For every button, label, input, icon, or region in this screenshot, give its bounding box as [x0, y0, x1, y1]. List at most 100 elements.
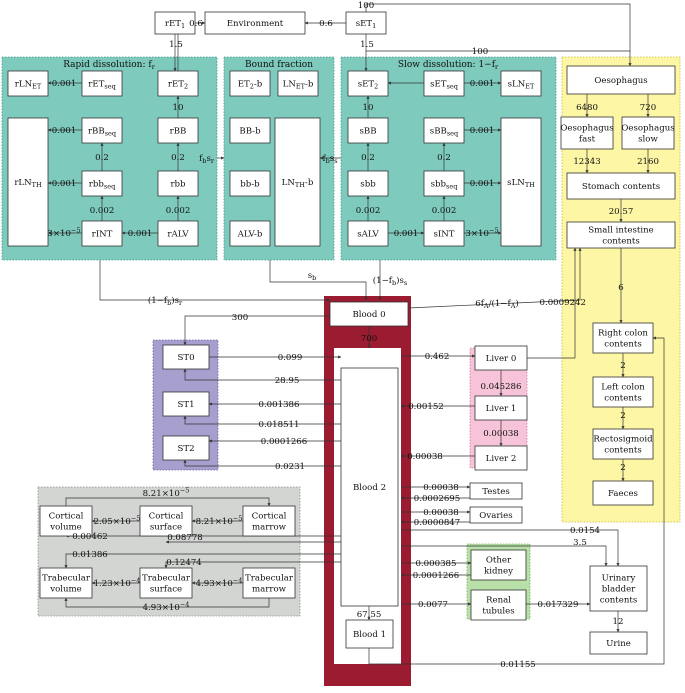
rate-label: 0.00038	[407, 452, 443, 462]
rate-label: 10	[363, 103, 374, 113]
node-label: sET1	[356, 19, 377, 30]
node-label: sbbseq	[431, 180, 458, 191]
flow-arrow	[183, 368, 341, 381]
node-sbb: sbb	[347, 170, 389, 197]
node-label: rALV	[167, 230, 189, 240]
node-ALVb: ALV-b	[229, 220, 271, 247]
rate-label: 0.001	[470, 126, 495, 136]
rate-label: 100	[472, 47, 488, 57]
node-label: rBB	[170, 127, 187, 137]
rate-label: 3×10−5	[47, 227, 80, 240]
rate-label: 0.002	[432, 206, 457, 216]
node-line: Trabecular	[245, 574, 294, 584]
rate-label: 0.001	[470, 79, 495, 89]
node-sETseq: sETseq	[423, 70, 465, 97]
flow-arrow	[164, 561, 341, 569]
rate-label: 0.001	[52, 79, 77, 89]
node-line: contents	[602, 237, 639, 247]
rate-label: fbsr	[199, 154, 215, 165]
node-line: marrow	[252, 523, 287, 533]
rate-label: fbss	[322, 154, 337, 165]
rate-label: 6fA/(1−fA)	[475, 298, 519, 310]
node-rINT: rINT	[81, 220, 123, 247]
node-label: rLNTH	[14, 178, 42, 189]
node-label: ST0	[177, 353, 194, 363]
rate-label: 0.001386	[258, 400, 299, 410]
node-rET2: rET2	[157, 70, 199, 97]
rate-label: 1.5	[360, 40, 374, 50]
rate-label: 3.5	[573, 538, 587, 548]
rate-label: 0.00152	[408, 402, 444, 412]
node-testes: Testes	[469, 482, 523, 500]
node-label: ST1	[177, 400, 194, 410]
node-LNTHb: LNTH-b	[274, 117, 321, 247]
node-line: surface	[150, 585, 182, 595]
rate-label: 0.0002695	[414, 494, 460, 504]
rate-label: 0.01386	[72, 550, 108, 560]
rate-label: 6480	[576, 103, 598, 113]
node-label: sLNTH	[507, 178, 535, 189]
node-label: Faeces	[608, 489, 638, 499]
rate-label: 28.95	[275, 376, 300, 386]
node-rETseq: rETseq	[81, 70, 123, 97]
node-label: rLNET	[15, 80, 42, 91]
node-line: kidney	[484, 567, 513, 577]
node-label: LNET-b	[283, 80, 314, 91]
node-line: slow	[638, 135, 658, 145]
flow-arrow	[183, 459, 341, 467]
rate-label: 2.05×10−5	[94, 515, 141, 528]
node-ovaries: Ovaries	[469, 506, 523, 524]
flow-arrow	[99, 260, 331, 302]
node-line: contents	[604, 340, 641, 350]
rate-label: 0.001	[470, 179, 495, 189]
flow-arrow	[368, 336, 665, 665]
node-ET2b: ET2-b	[229, 70, 271, 97]
flow-arrow	[65, 497, 271, 507]
rate-label: 0.6	[319, 19, 333, 29]
node-rBB: rBB	[157, 117, 199, 144]
rate-label: 0.099	[278, 353, 303, 363]
node-rBBseq: rBBseq	[81, 117, 123, 144]
rate-label: 0.0000847	[414, 518, 460, 528]
flow-arrow	[64, 553, 341, 569]
rate-label: 0.0009242	[540, 298, 586, 308]
node-BBb: BB-b	[229, 117, 271, 144]
rate-label: 0.00038	[423, 508, 459, 518]
node-line: contents	[600, 596, 637, 606]
rate-label: 0.001	[52, 126, 77, 136]
rate-label: 0.002	[356, 206, 381, 216]
node-label: Liver 1	[486, 404, 517, 414]
node-line: Right colon	[598, 329, 648, 339]
node-st0: ST0	[162, 344, 210, 370]
node-rET1: rET1	[154, 11, 196, 35]
rate-label: 0.2	[171, 153, 185, 163]
rate-label: 10	[173, 103, 184, 113]
node-line: Oesophagus	[621, 124, 674, 134]
rate-label: 12	[613, 617, 624, 627]
rate-label: 0.0231	[275, 462, 305, 472]
node-liv1: Liver 1	[474, 395, 528, 421]
node-line: Rectosigmoid	[593, 435, 653, 445]
rate-label: 0.2	[95, 153, 109, 163]
node-oeso: Oesophagus	[566, 65, 676, 95]
rate-label: (1−fb)ss	[373, 275, 407, 287]
rate-label: 0.002	[90, 206, 115, 216]
node-blood2: Blood 2	[340, 367, 399, 607]
node-line: Oesophagus	[560, 124, 613, 134]
node-label: Urine	[606, 639, 631, 649]
node-label: sET2	[358, 80, 379, 91]
node-sBBseq: sBBseq	[423, 117, 465, 144]
node-blood0: Blood 0	[329, 301, 409, 327]
rate-label: 0.12474	[166, 558, 202, 568]
node-sALV: sALV	[347, 220, 389, 247]
node-sINT: sINT	[423, 220, 465, 247]
node-label: rbbseq	[89, 180, 115, 191]
node-LNETb: LNET-b	[277, 70, 319, 97]
